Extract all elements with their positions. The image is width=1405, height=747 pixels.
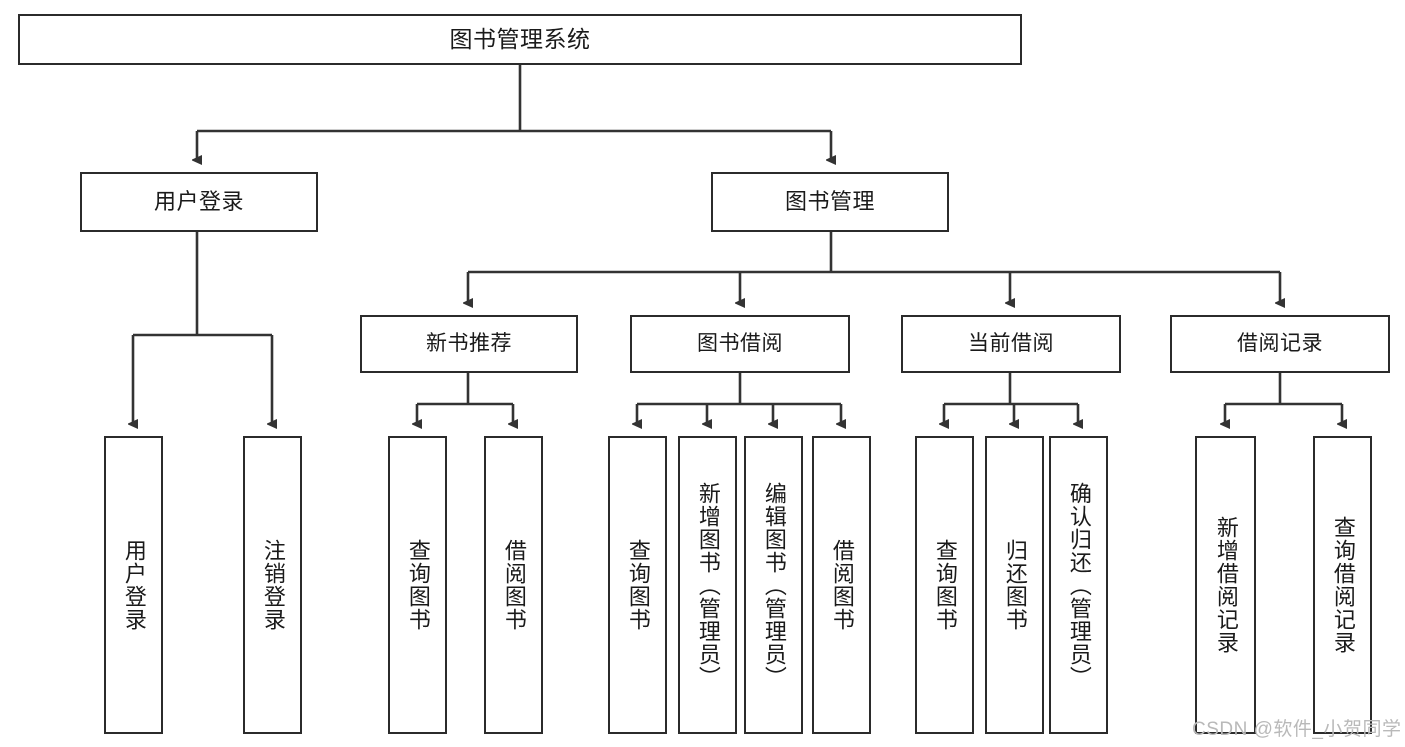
leaf-user-login[interactable]: 用户登录 bbox=[104, 436, 163, 734]
leaf-borrow-book-newbook[interactable]: 借阅图书 bbox=[484, 436, 543, 734]
leaf-label: 查询图书 bbox=[932, 539, 958, 631]
leaf-label: 注销登录 bbox=[260, 539, 286, 631]
leaf-label: 查询图书 bbox=[625, 539, 651, 631]
leaf-add-borrow-record[interactable]: 新增借阅记录 bbox=[1195, 436, 1256, 734]
node-new-book-recommendation[interactable]: 新书推荐 bbox=[360, 315, 578, 373]
node-label: 借阅记录 bbox=[1237, 332, 1323, 356]
node-label: 新书推荐 bbox=[426, 332, 512, 356]
node-label: 用户登录 bbox=[153, 188, 244, 214]
leaf-borrow-book[interactable]: 借阅图书 bbox=[812, 436, 871, 734]
node-book-borrowing[interactable]: 图书借阅 bbox=[630, 315, 850, 373]
leaf-label: 归还图书 bbox=[1002, 539, 1028, 631]
leaf-logout[interactable]: 注销登录 bbox=[243, 436, 302, 734]
leaf-label: 用户登录 bbox=[121, 539, 147, 631]
node-current-borrowing[interactable]: 当前借阅 bbox=[901, 315, 1121, 373]
leaf-query-book-current[interactable]: 查询图书 bbox=[915, 436, 974, 734]
node-label: 当前借阅 bbox=[968, 332, 1054, 356]
node-user-login[interactable]: 用户登录 bbox=[80, 172, 318, 232]
node-borrow-records[interactable]: 借阅记录 bbox=[1170, 315, 1390, 373]
leaf-label: 确认归还（管理员） bbox=[1066, 481, 1092, 689]
watermark-text: CSDN @软件_小贺同学 bbox=[1192, 719, 1402, 740]
leaf-query-borrow-record[interactable]: 查询借阅记录 bbox=[1313, 436, 1372, 734]
node-label: 图书管理 bbox=[784, 188, 875, 214]
leaf-label: 借阅图书 bbox=[501, 539, 527, 631]
leaf-query-book-newbook[interactable]: 查询图书 bbox=[388, 436, 447, 734]
leaf-return-book[interactable]: 归还图书 bbox=[985, 436, 1044, 734]
leaf-label: 新增借阅记录 bbox=[1213, 516, 1239, 654]
node-label: 图书借阅 bbox=[697, 332, 783, 356]
leaf-label: 查询图书 bbox=[405, 539, 431, 631]
leaf-label: 编辑图书（管理员） bbox=[761, 481, 787, 689]
leaf-label: 查询借阅记录 bbox=[1330, 516, 1356, 654]
leaf-label: 新增图书（管理员） bbox=[695, 481, 721, 689]
leaf-add-book-admin[interactable]: 新增图书（管理员） bbox=[678, 436, 737, 734]
leaf-confirm-return-admin[interactable]: 确认归还（管理员） bbox=[1049, 436, 1108, 734]
leaf-edit-book-admin[interactable]: 编辑图书（管理员） bbox=[744, 436, 803, 734]
leaf-label: 借阅图书 bbox=[829, 539, 855, 631]
node-book-management[interactable]: 图书管理 bbox=[711, 172, 949, 232]
leaf-query-book-borrow[interactable]: 查询图书 bbox=[608, 436, 667, 734]
node-root-book-management-system[interactable]: 图书管理系统 bbox=[18, 14, 1022, 65]
node-label: 图书管理系统 bbox=[449, 25, 591, 52]
